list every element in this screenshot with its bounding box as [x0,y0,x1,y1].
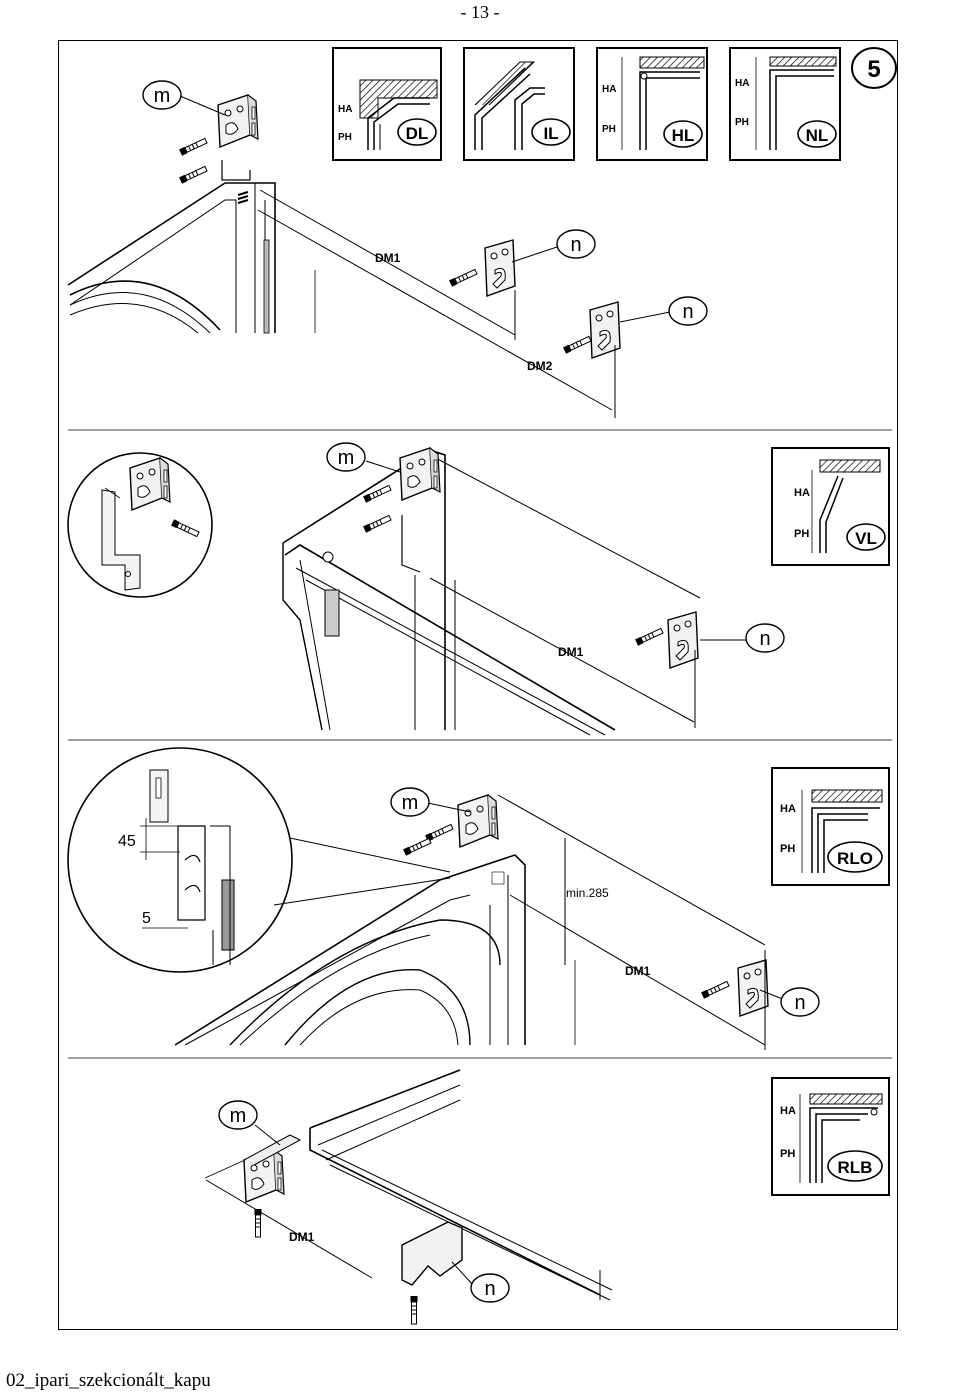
svg-text:HA: HA [338,104,352,115]
profile-IL: IL [463,47,575,161]
callout-m-1: m [142,80,182,110]
svg-text:VL: VL [855,529,877,548]
svg-text:n: n [794,992,805,1014]
svg-text:NL: NL [806,126,829,145]
callout-m-2: m [326,442,366,472]
dim-dm1-1: DM1 [375,251,401,265]
svg-text:PH: PH [338,132,352,143]
svg-text:PH: PH [780,1148,795,1160]
profile-RLO: HA PH RLO [771,767,890,886]
profile-HL: HA PH HL [596,47,708,161]
callout-n-3: n [745,623,785,653]
svg-text:m: m [338,447,355,469]
dim-45: 45 [118,833,136,850]
dim-dm1-2: DM1 [558,645,584,659]
section-2 [67,447,747,736]
svg-text:n: n [759,628,770,650]
svg-text:HL: HL [672,126,695,145]
callout-m-3: m [390,787,430,817]
svg-text:HA: HA [780,803,796,815]
svg-text:HA: HA [602,84,616,95]
svg-text:PH: PH [602,124,616,135]
profile-NL: HA PH NL [729,47,841,161]
svg-text:n: n [682,301,693,323]
callout-n-1: n [556,229,596,259]
profile-DL: HA PH DL [332,47,442,161]
dim-5: 5 [142,910,151,927]
callout-m-4: m [218,1100,258,1130]
dim-dm2: DM2 [527,359,553,373]
svg-text:n: n [570,234,581,256]
profile-VL: HA PH VL [771,447,890,566]
svg-text:PH: PH [735,117,749,128]
dim-dm1-3: DM1 [625,964,651,978]
callout-n-5: n [470,1273,510,1303]
svg-text:PH: PH [794,528,809,540]
svg-text:HA: HA [780,1105,796,1117]
svg-text:m: m [154,85,171,107]
section-1 [67,94,671,418]
svg-text:m: m [402,792,419,814]
svg-text:DL: DL [406,124,429,143]
svg-text:HA: HA [735,78,749,89]
svg-text:n: n [484,1278,495,1300]
callout-n-2: n [668,296,708,326]
footer-filename: 02_ipari_szekcionált_kapu [6,1370,211,1391]
figure-frame [58,40,898,1330]
svg-text:m: m [230,1105,247,1127]
svg-text:IL: IL [543,124,558,143]
svg-text:HA: HA [794,487,810,499]
callout-n-4: n [780,987,820,1017]
dim-dm1-4: DM1 [289,1230,315,1244]
dim-min: min.285 [566,886,609,900]
svg-text:5: 5 [867,56,880,83]
step-number: 5 [851,47,897,89]
profile-RLB: HA PH RLB [771,1077,890,1196]
section-3 [67,747,786,1050]
section-4 [204,1069,613,1325]
svg-text:RLO: RLO [837,849,873,868]
svg-text:PH: PH [780,843,795,855]
page-number: - 13 - [460,2,500,22]
svg-text:RLB: RLB [838,1158,873,1177]
